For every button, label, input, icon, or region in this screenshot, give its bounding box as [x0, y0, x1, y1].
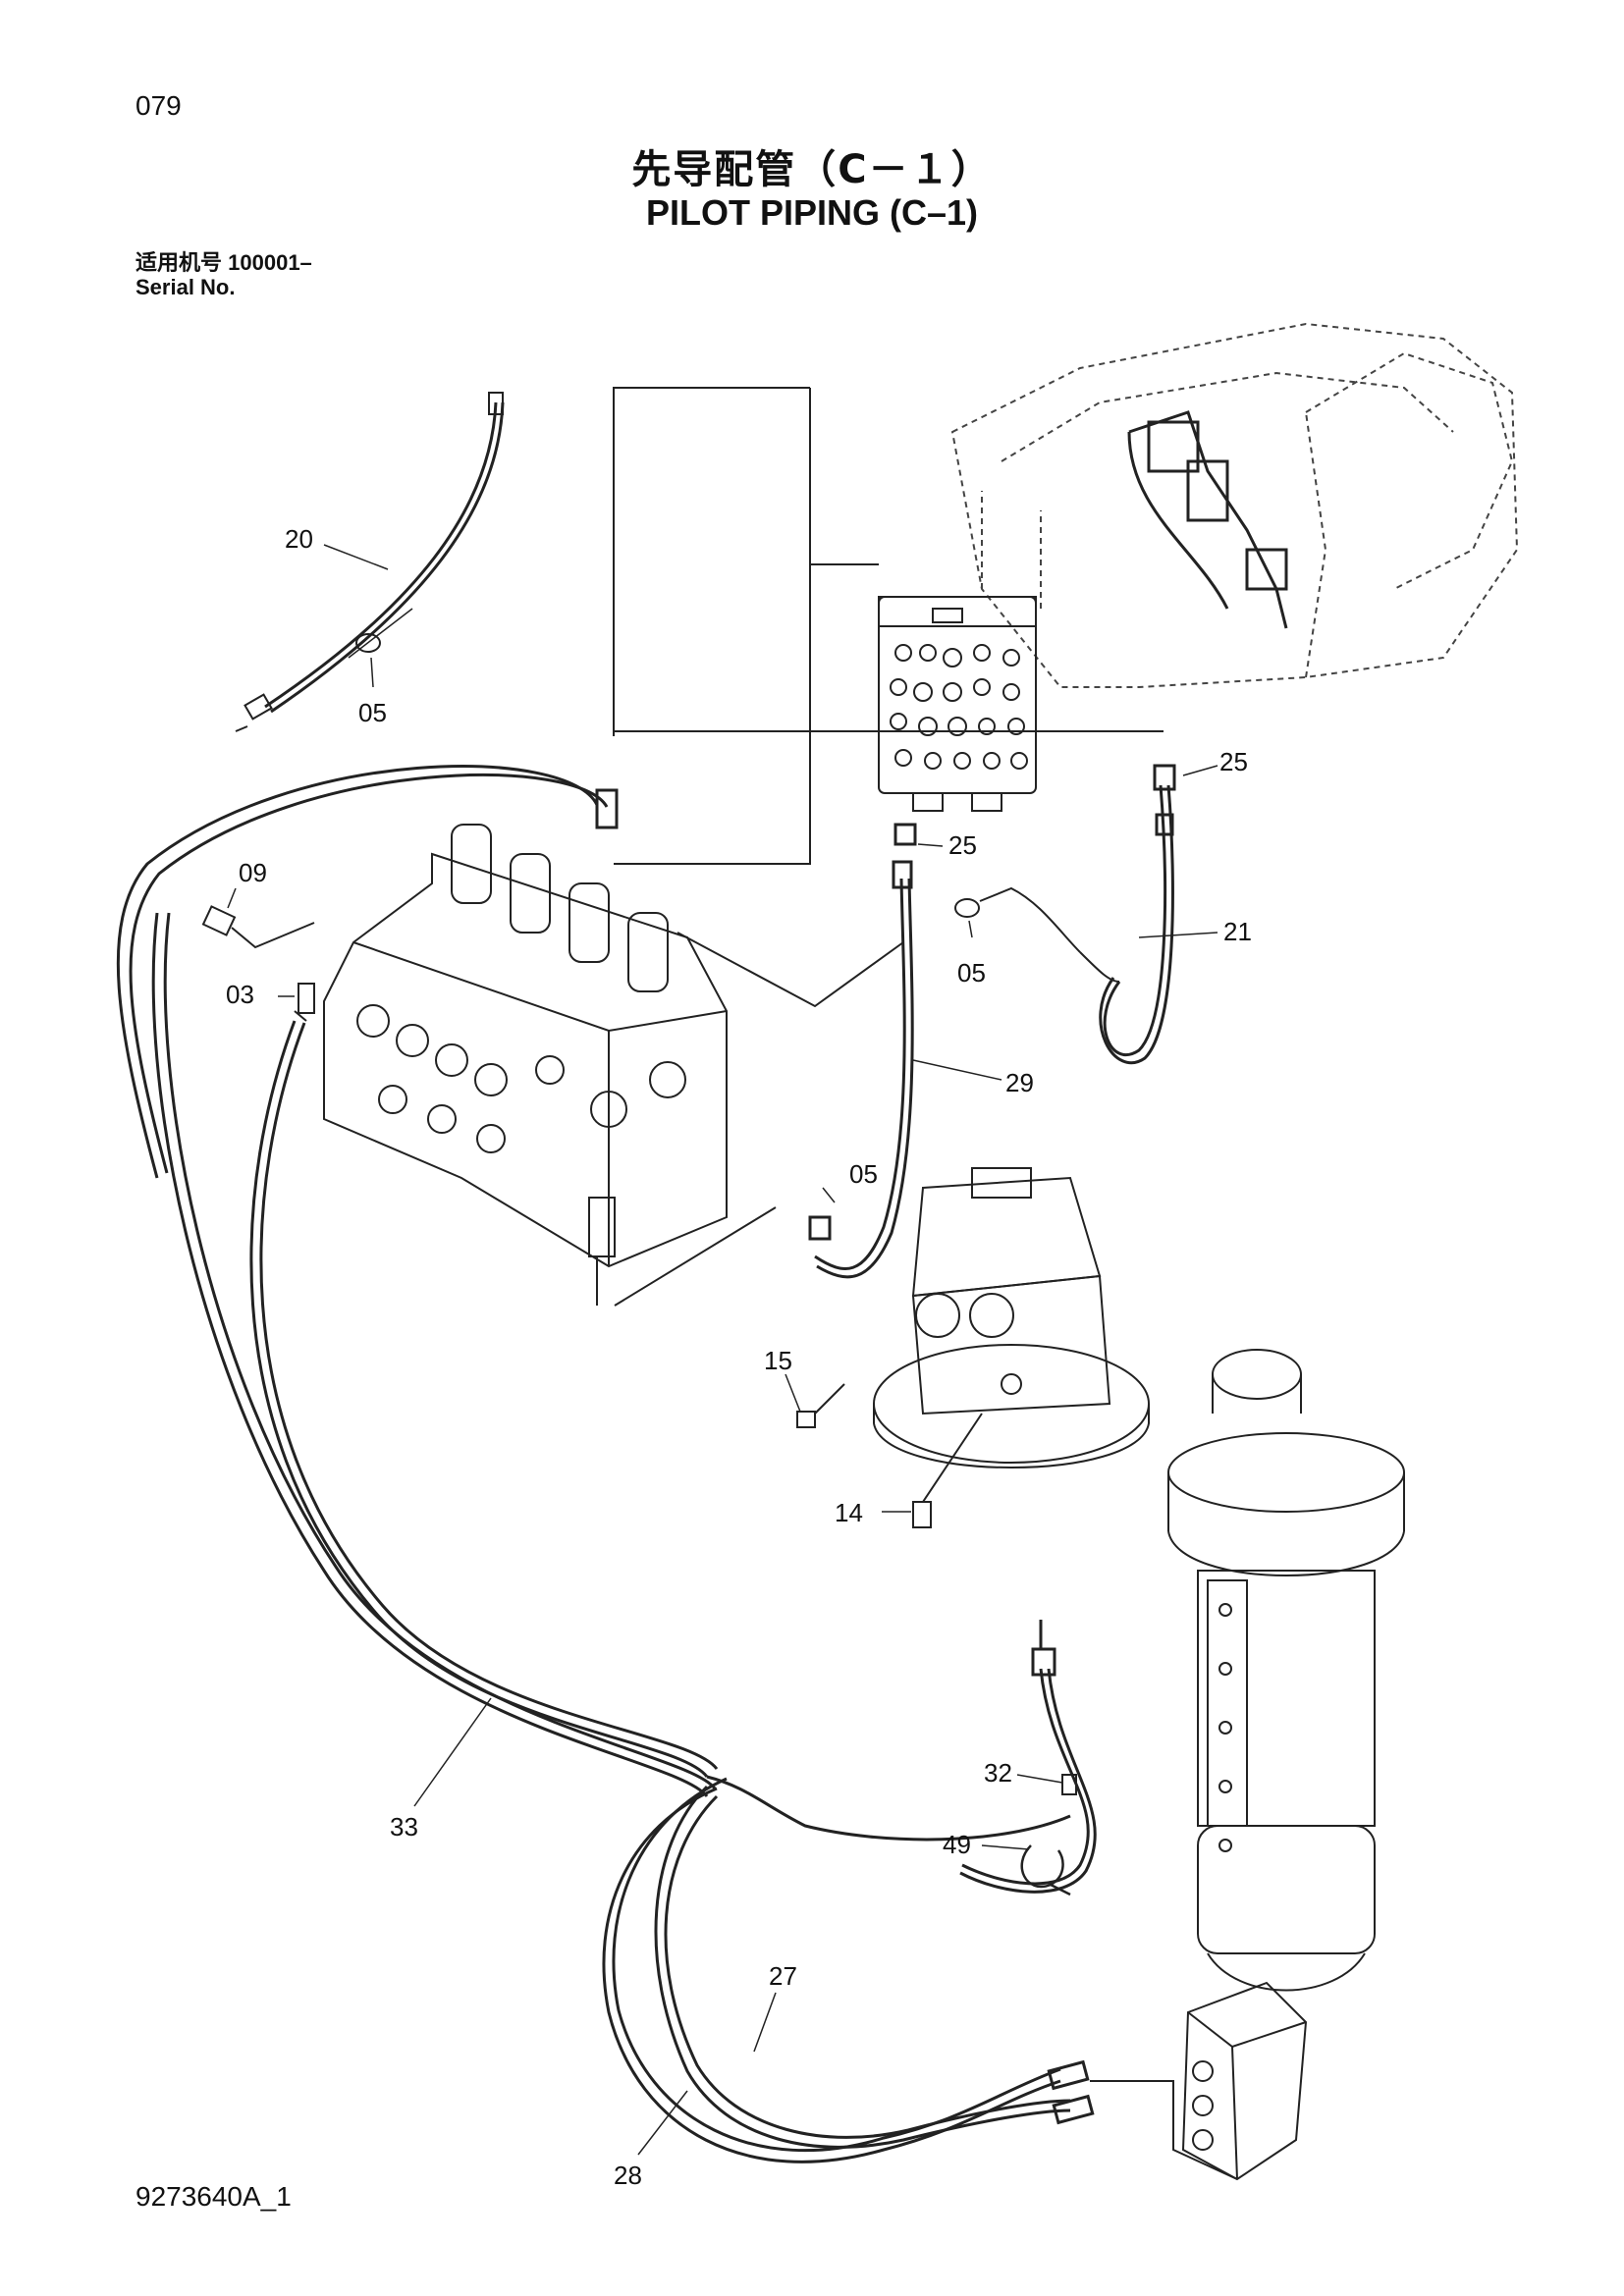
hose-21 — [1099, 764, 1176, 1065]
hose-pilot-upper — [116, 765, 619, 1179]
plug-15 — [796, 1383, 845, 1428]
callout-29: 29 — [1005, 1068, 1034, 1097]
callout-15: 15 — [764, 1346, 792, 1375]
callout-28: 28 — [614, 2161, 642, 2190]
callout-20: 20 — [285, 524, 313, 554]
serial-value: 100001– — [228, 250, 312, 275]
cab-outline — [950, 322, 1519, 688]
callout-09: 09 — [239, 858, 267, 887]
hoses-27-28 — [654, 1785, 1095, 2149]
hose-bundle-33 — [151, 912, 1071, 2163]
adapter-05-mid — [954, 886, 1120, 983]
serial-label-chinese: 适用机号 — [135, 251, 223, 276]
clip-49 — [1020, 1844, 1071, 1896]
diagram-title-chinese: 先导配管（C－１） — [631, 147, 993, 192]
drawing-id: 9273640A_1 — [135, 2181, 292, 2212]
swing-motor — [873, 1167, 1150, 1468]
callout-05-mid: 05 — [957, 958, 986, 988]
serial-info: 适用机号 100001– Serial No. — [135, 251, 312, 299]
callout-21: 21 — [1223, 917, 1252, 946]
cab-pilot-valve — [1127, 410, 1288, 629]
callout-33: 33 — [390, 1812, 418, 1842]
callout-27: 27 — [769, 1961, 797, 1991]
pilot-valve-block — [613, 387, 1164, 865]
leader-lines — [227, 544, 1218, 2156]
bolt-32 — [1061, 1774, 1077, 1795]
callout-49: 49 — [943, 1830, 971, 1859]
adapter-05-top — [348, 608, 413, 659]
callout-14: 14 — [835, 1498, 863, 1527]
serial-label-english: Serial No. — [135, 275, 236, 299]
diagram-title-english: PILOT PIPING (C–1) — [645, 192, 979, 233]
page-number: 079 — [135, 90, 182, 121]
callout-25-left: 25 — [948, 830, 977, 860]
hose-29 — [808, 823, 917, 1279]
callout-05-low: 05 — [849, 1159, 878, 1189]
hose-center-joint — [959, 1620, 1097, 1894]
callout-32: 32 — [984, 1758, 1012, 1788]
fitting-09 — [201, 905, 315, 949]
callout-05-top: 05 — [358, 698, 387, 727]
fitting-14 — [912, 1413, 983, 1528]
hose-20 — [235, 392, 505, 732]
control-valve — [323, 824, 904, 1307]
travel-pilot-valve — [1090, 1981, 1308, 2181]
fitting-03 — [294, 983, 315, 1022]
callout-25-right: 25 — [1219, 747, 1248, 776]
center-joint — [1167, 1349, 1405, 1992]
callout-03: 03 — [226, 980, 254, 1009]
callout-labels: 20 05 25 25 09 03 05 21 29 05 15 14 32 4… — [226, 524, 1252, 2190]
